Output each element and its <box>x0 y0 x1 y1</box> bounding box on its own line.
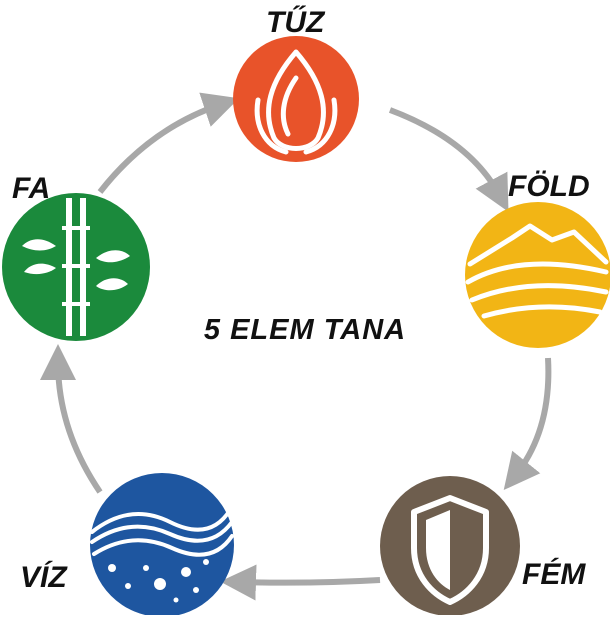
label-metal: FÉM <box>522 558 586 591</box>
label-earth: FÖLD <box>508 170 590 203</box>
arrow-water-to-wood <box>40 344 103 494</box>
element-metal <box>380 476 520 616</box>
fire-circle <box>233 36 359 162</box>
arrow-metal-to-water <box>220 564 381 601</box>
element-fire <box>233 36 359 162</box>
arrow-earth-to-metal <box>503 357 552 491</box>
bamboo-icon <box>22 198 130 336</box>
cycle-arrows <box>40 92 552 601</box>
bubbles-icon <box>108 559 209 603</box>
label-water: VÍZ <box>20 561 67 594</box>
label-fire: TŰZ <box>266 6 325 39</box>
mountain-icon <box>465 223 609 319</box>
arrow-wood-to-fire <box>97 92 240 194</box>
label-wood: FA <box>12 172 51 205</box>
element-earth <box>465 202 610 348</box>
element-water <box>90 473 234 617</box>
shield-icon <box>411 495 489 605</box>
element-wood <box>2 193 150 341</box>
flame-icon <box>254 49 338 155</box>
diagram-title: 5 ELEM TANA <box>203 314 407 346</box>
arrow-fire-to-earth <box>388 107 509 212</box>
wave-icon <box>90 508 234 557</box>
